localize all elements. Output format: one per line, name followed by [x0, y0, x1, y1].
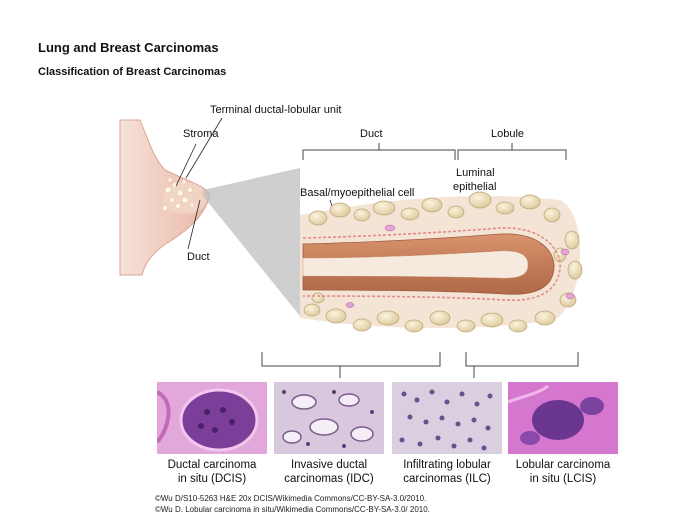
breast-profile [119, 119, 211, 276]
zoom-cone [203, 168, 300, 316]
ilc-caption: Infiltrating lobular carcinomas (ILC) [403, 459, 491, 485]
duct-lumen [302, 250, 529, 279]
basal-cell-label: Basal/myoepithelial cell [300, 187, 415, 199]
lcis-caption: Lobular carcinoma in situ (LCIS) [515, 459, 611, 485]
duct-bracket-label: Duct [360, 128, 383, 140]
duct-label-left: Duct [187, 251, 210, 263]
duct-lobule-section [300, 191, 583, 333]
stroma-label: Stroma [183, 128, 219, 140]
top-brackets [302, 143, 567, 160]
idc-caption: Invasive ductal carcinomas (IDC) [284, 459, 374, 485]
luminal-label-2: epithelial [453, 181, 497, 193]
dcis-caption: Ductal carcinoma in situ (DCIS) [167, 459, 257, 485]
dcis-histology-image [157, 382, 267, 454]
adipocytes [303, 191, 583, 333]
ilc-histology-image [392, 382, 502, 454]
idc-histology-image [274, 382, 384, 454]
page-subtitle: Classification of Breast Carcinomas [38, 66, 227, 78]
lobule-bracket-label: Lobule [491, 128, 525, 140]
image-credit-2: ©Wu D. Lobular carcinoma in situ/Wikimed… [155, 505, 430, 514]
lcis-histology-image [508, 382, 618, 454]
bottom-brackets [261, 352, 579, 378]
page-title: Lung and Breast Carcinomas [38, 40, 219, 55]
terminal-unit-label: Terminal ductal-lobular unit [210, 104, 342, 116]
luminal-label-1: Luminal [456, 167, 495, 179]
image-credit-1: ©Wu D/S10-5263 H&E 20x DCIS/Wikimedia Co… [155, 494, 427, 503]
